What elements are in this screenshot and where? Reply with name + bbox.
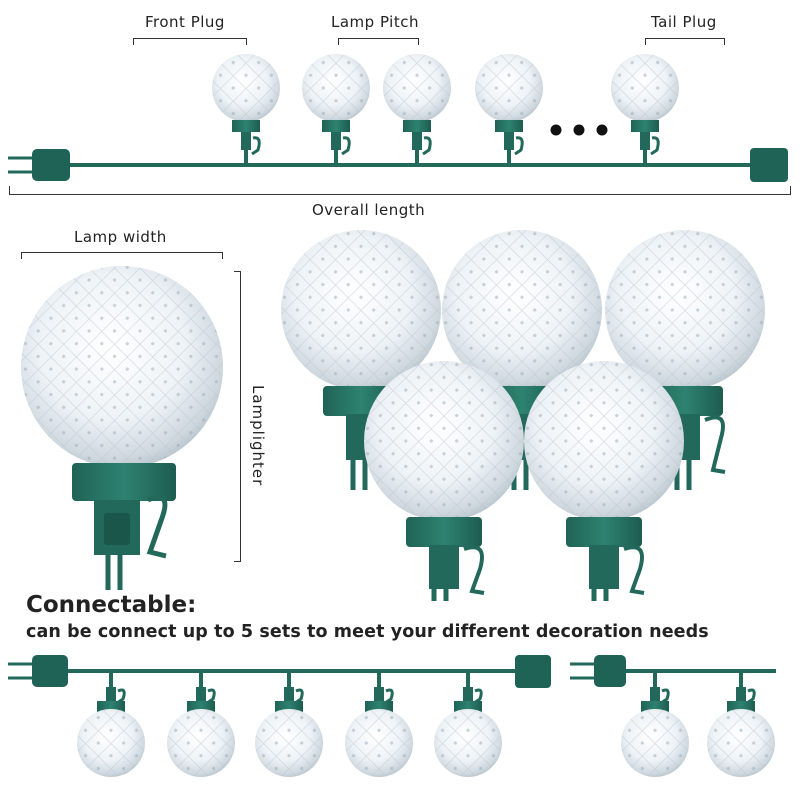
large-bulb [21, 266, 223, 590]
overall-length-label: Overall length [312, 201, 426, 219]
plug-icon [8, 149, 70, 181]
plug-icon [8, 655, 68, 687]
cluster-bulb [524, 361, 684, 601]
bulb-icon [77, 673, 145, 777]
lamp-height-label: Lamplighter [249, 385, 267, 487]
ellipsis-dots [550, 124, 608, 136]
bulb-icon [167, 673, 235, 777]
tail-plug-label: Tail Plug [651, 13, 717, 31]
lamp-width-label: Lamp width [74, 228, 167, 246]
front-plug-bracket [133, 38, 247, 45]
bulb-icon [707, 673, 775, 777]
bulb-icon [475, 54, 543, 165]
bulb-icon [255, 673, 323, 777]
bulb-icon [434, 673, 502, 777]
tail-plug-bracket [645, 38, 725, 45]
lamp-pitch-bracket [338, 38, 419, 45]
bulb-icon [345, 673, 413, 777]
cluster-bulb [364, 361, 524, 601]
lamp-height-bracket [234, 271, 241, 562]
cluster-bulb [281, 230, 441, 490]
connectable-title: Connectable: [26, 592, 197, 618]
tail-plug-icon [515, 655, 551, 688]
lamp-pitch-label: Lamp Pitch [331, 13, 419, 31]
bulb-icon [383, 54, 451, 165]
tail-plug-icon [750, 148, 788, 182]
bulb-icon [212, 54, 280, 165]
connectable-description: can be connect up to 5 sets to meet your… [26, 622, 709, 642]
overall-length-bracket [9, 186, 791, 195]
lamp-width-bracket [21, 252, 223, 259]
cluster-bulb [442, 230, 602, 490]
front-plug-label: Front Plug [145, 13, 225, 31]
bulb-icon [621, 673, 689, 777]
bulb-icon [611, 54, 679, 165]
bulb-icon [302, 54, 370, 165]
plug-icon [570, 655, 626, 687]
